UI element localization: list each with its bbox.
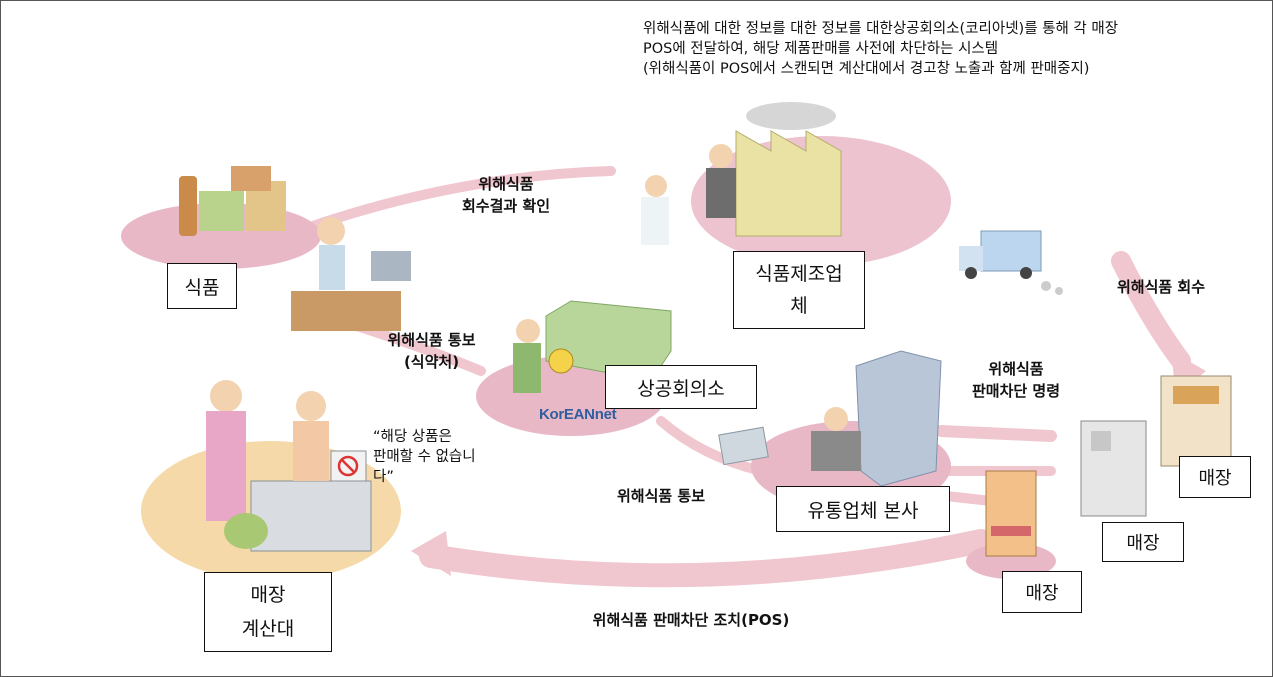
checkout-illustration (206, 380, 372, 552)
description-line: 위해식품에 대한 정보를 대한 정보를 대한상공회의소(코리아넷)를 통해 각 … (643, 21, 1119, 37)
arrow-recall (1111, 251, 1191, 371)
pos-block-label: 위해식품 판매차단 조치(POS) (592, 611, 790, 629)
recall-confirm-label: 위해식품 회수결과 확인 (441, 173, 571, 217)
store-box-label: 매장 (1025, 583, 1059, 604)
food-items-illustration (179, 166, 286, 236)
manufacturer-box-label: 식품제조업 (755, 263, 843, 285)
arrowhead-pos-block (411, 531, 451, 576)
arrow-pos-block (419, 529, 993, 588)
system-description: 위해식품에 대한 정보를 대한 정보를 대한상공회의소(코리아넷)를 통해 각 … (643, 19, 1118, 79)
notify-mfds-label: 위해식품 통보 (식약처) (369, 329, 494, 373)
quote-line: “해당 상품은 (373, 429, 452, 445)
warning-quote: “해당 상품은 판매할 수 없습니 다” (373, 427, 476, 487)
checkout-box-label: 매장 (250, 584, 286, 606)
notify-mfds-line: (식약처) (403, 353, 460, 371)
manufacturer-box-label: 체 (790, 295, 808, 317)
store-box-2: 매장 (1102, 522, 1184, 562)
store-box-3: 매장 (1002, 571, 1082, 613)
quote-line: 다” (373, 469, 394, 485)
chamber-box-label: 상공회의소 (637, 377, 725, 400)
description-line: (위해식품이 POS에서 스캔되면 계산대에서 경고창 노출과 함께 판매중지) (643, 61, 1090, 77)
sales-block-order-line: 위해식품 (988, 360, 1044, 378)
quote-line: 판매할 수 없습니 (373, 449, 476, 465)
recall-confirm-line: 위해식품 (478, 175, 534, 193)
store-3-illustration (985, 470, 1037, 557)
chamber-building-illustration (513, 300, 672, 393)
arrow-recall-confirm (266, 166, 616, 246)
notify-mfds-line: 위해식품 통보 (387, 331, 476, 349)
distributor-hq-box: 유통업체 본사 (776, 486, 950, 532)
checkout-box: 매장 계산대 (204, 572, 332, 652)
notify-label: 위해식품 통보 (616, 487, 706, 505)
store-box-label: 매장 (1126, 533, 1160, 554)
sales-block-order-line: 판매차단 명령 (971, 382, 1061, 400)
arrow-to-store-1 (935, 425, 1057, 442)
sales-block-order-label: 위해식품 판매차단 명령 (946, 358, 1086, 402)
distributor-hq-box-label: 유통업체 본사 (807, 499, 919, 522)
store-box-1: 매장 (1179, 456, 1251, 498)
hq-building-illustration (718, 350, 942, 487)
inspector-illustration (291, 217, 411, 331)
recall-label: 위해식품 회수 (1116, 278, 1206, 296)
food-box-label: 식품 (184, 276, 220, 299)
manufacturer-box: 식품제조업 체 (733, 251, 865, 329)
arrow-notify (656, 416, 766, 476)
chamber-box: 상공회의소 (605, 365, 757, 409)
store-box-label: 매장 (1198, 468, 1232, 489)
koreannet-logo: KorEANnet (539, 406, 617, 423)
store-1-illustration (1160, 375, 1232, 467)
store-2-illustration (1080, 420, 1147, 517)
description-line: POS에 전달하여, 해당 제품판매를 사전에 차단하는 시스템 (643, 41, 999, 57)
factory-illustration (641, 102, 842, 245)
checkout-box-label: 계산대 (241, 618, 295, 640)
recall-confirm-line: 회수결과 확인 (461, 197, 551, 215)
truck-illustration (959, 230, 1063, 295)
flow-arrows (266, 166, 1191, 588)
food-box: 식품 (167, 263, 237, 309)
